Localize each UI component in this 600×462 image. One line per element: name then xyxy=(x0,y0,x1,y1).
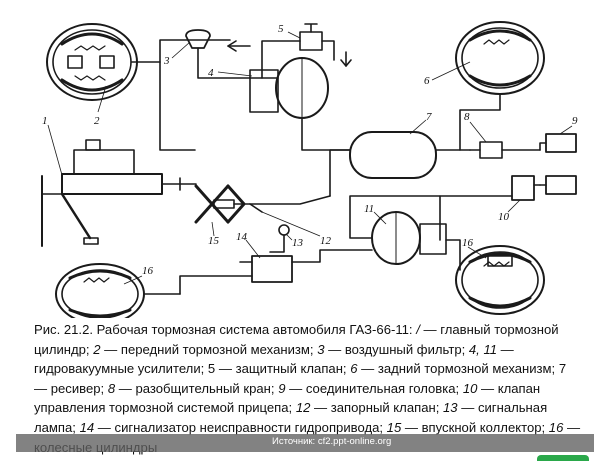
callout-4: 4 xyxy=(208,67,214,79)
hydrovacuum-booster-4 xyxy=(249,57,351,151)
rear-brake-mechanism xyxy=(455,21,545,151)
callout-8: 8 xyxy=(464,111,470,123)
disconnect-valve xyxy=(469,141,541,159)
hydraulic-failure-alarm xyxy=(179,249,373,295)
air-filter xyxy=(185,29,251,79)
master-brake-cylinder xyxy=(41,139,197,247)
callout-6: 6 xyxy=(424,75,430,87)
front-brake-mechanism xyxy=(46,23,138,101)
callout-10: 10 xyxy=(498,211,510,223)
green-button-edge[interactable] xyxy=(537,455,589,461)
brake-system-diagram: 1 2 3 4 5 6 7 8 9 10 11 12 13 14 15 16 1… xyxy=(41,21,578,318)
callout-7: 7 xyxy=(426,111,432,123)
callout-13: 13 xyxy=(292,237,304,249)
callout-11: 11 xyxy=(364,203,374,215)
protective-valve xyxy=(261,23,335,79)
callout-3: 3 xyxy=(163,55,170,67)
callout-5: 5 xyxy=(278,23,284,35)
front-wheel-cylinder-mechanism xyxy=(55,263,181,318)
source-overlay-bar: Источник: cf2.ppt-online.org xyxy=(16,434,594,452)
trailer-brake-control-valve xyxy=(439,175,541,241)
receiver xyxy=(329,131,471,197)
callout-9: 9 xyxy=(572,115,578,127)
callout-16-right: 16 xyxy=(462,237,474,249)
connecting-heads xyxy=(539,133,577,195)
signal-lamp xyxy=(269,224,290,253)
callout-12: 12 xyxy=(320,235,332,247)
rear-wheel-cylinder-mechanism xyxy=(455,245,545,315)
callout-2: 2 xyxy=(94,115,100,127)
intake-manifold xyxy=(194,184,331,224)
hydrovacuum-booster-11 xyxy=(349,195,461,271)
callout-14: 14 xyxy=(236,231,248,243)
callout-1: 1 xyxy=(42,115,48,127)
callout-16-left: 16 xyxy=(142,265,154,277)
callout-15: 15 xyxy=(208,235,220,247)
source-text: Источник: cf2.ppt-online.org xyxy=(272,436,392,447)
